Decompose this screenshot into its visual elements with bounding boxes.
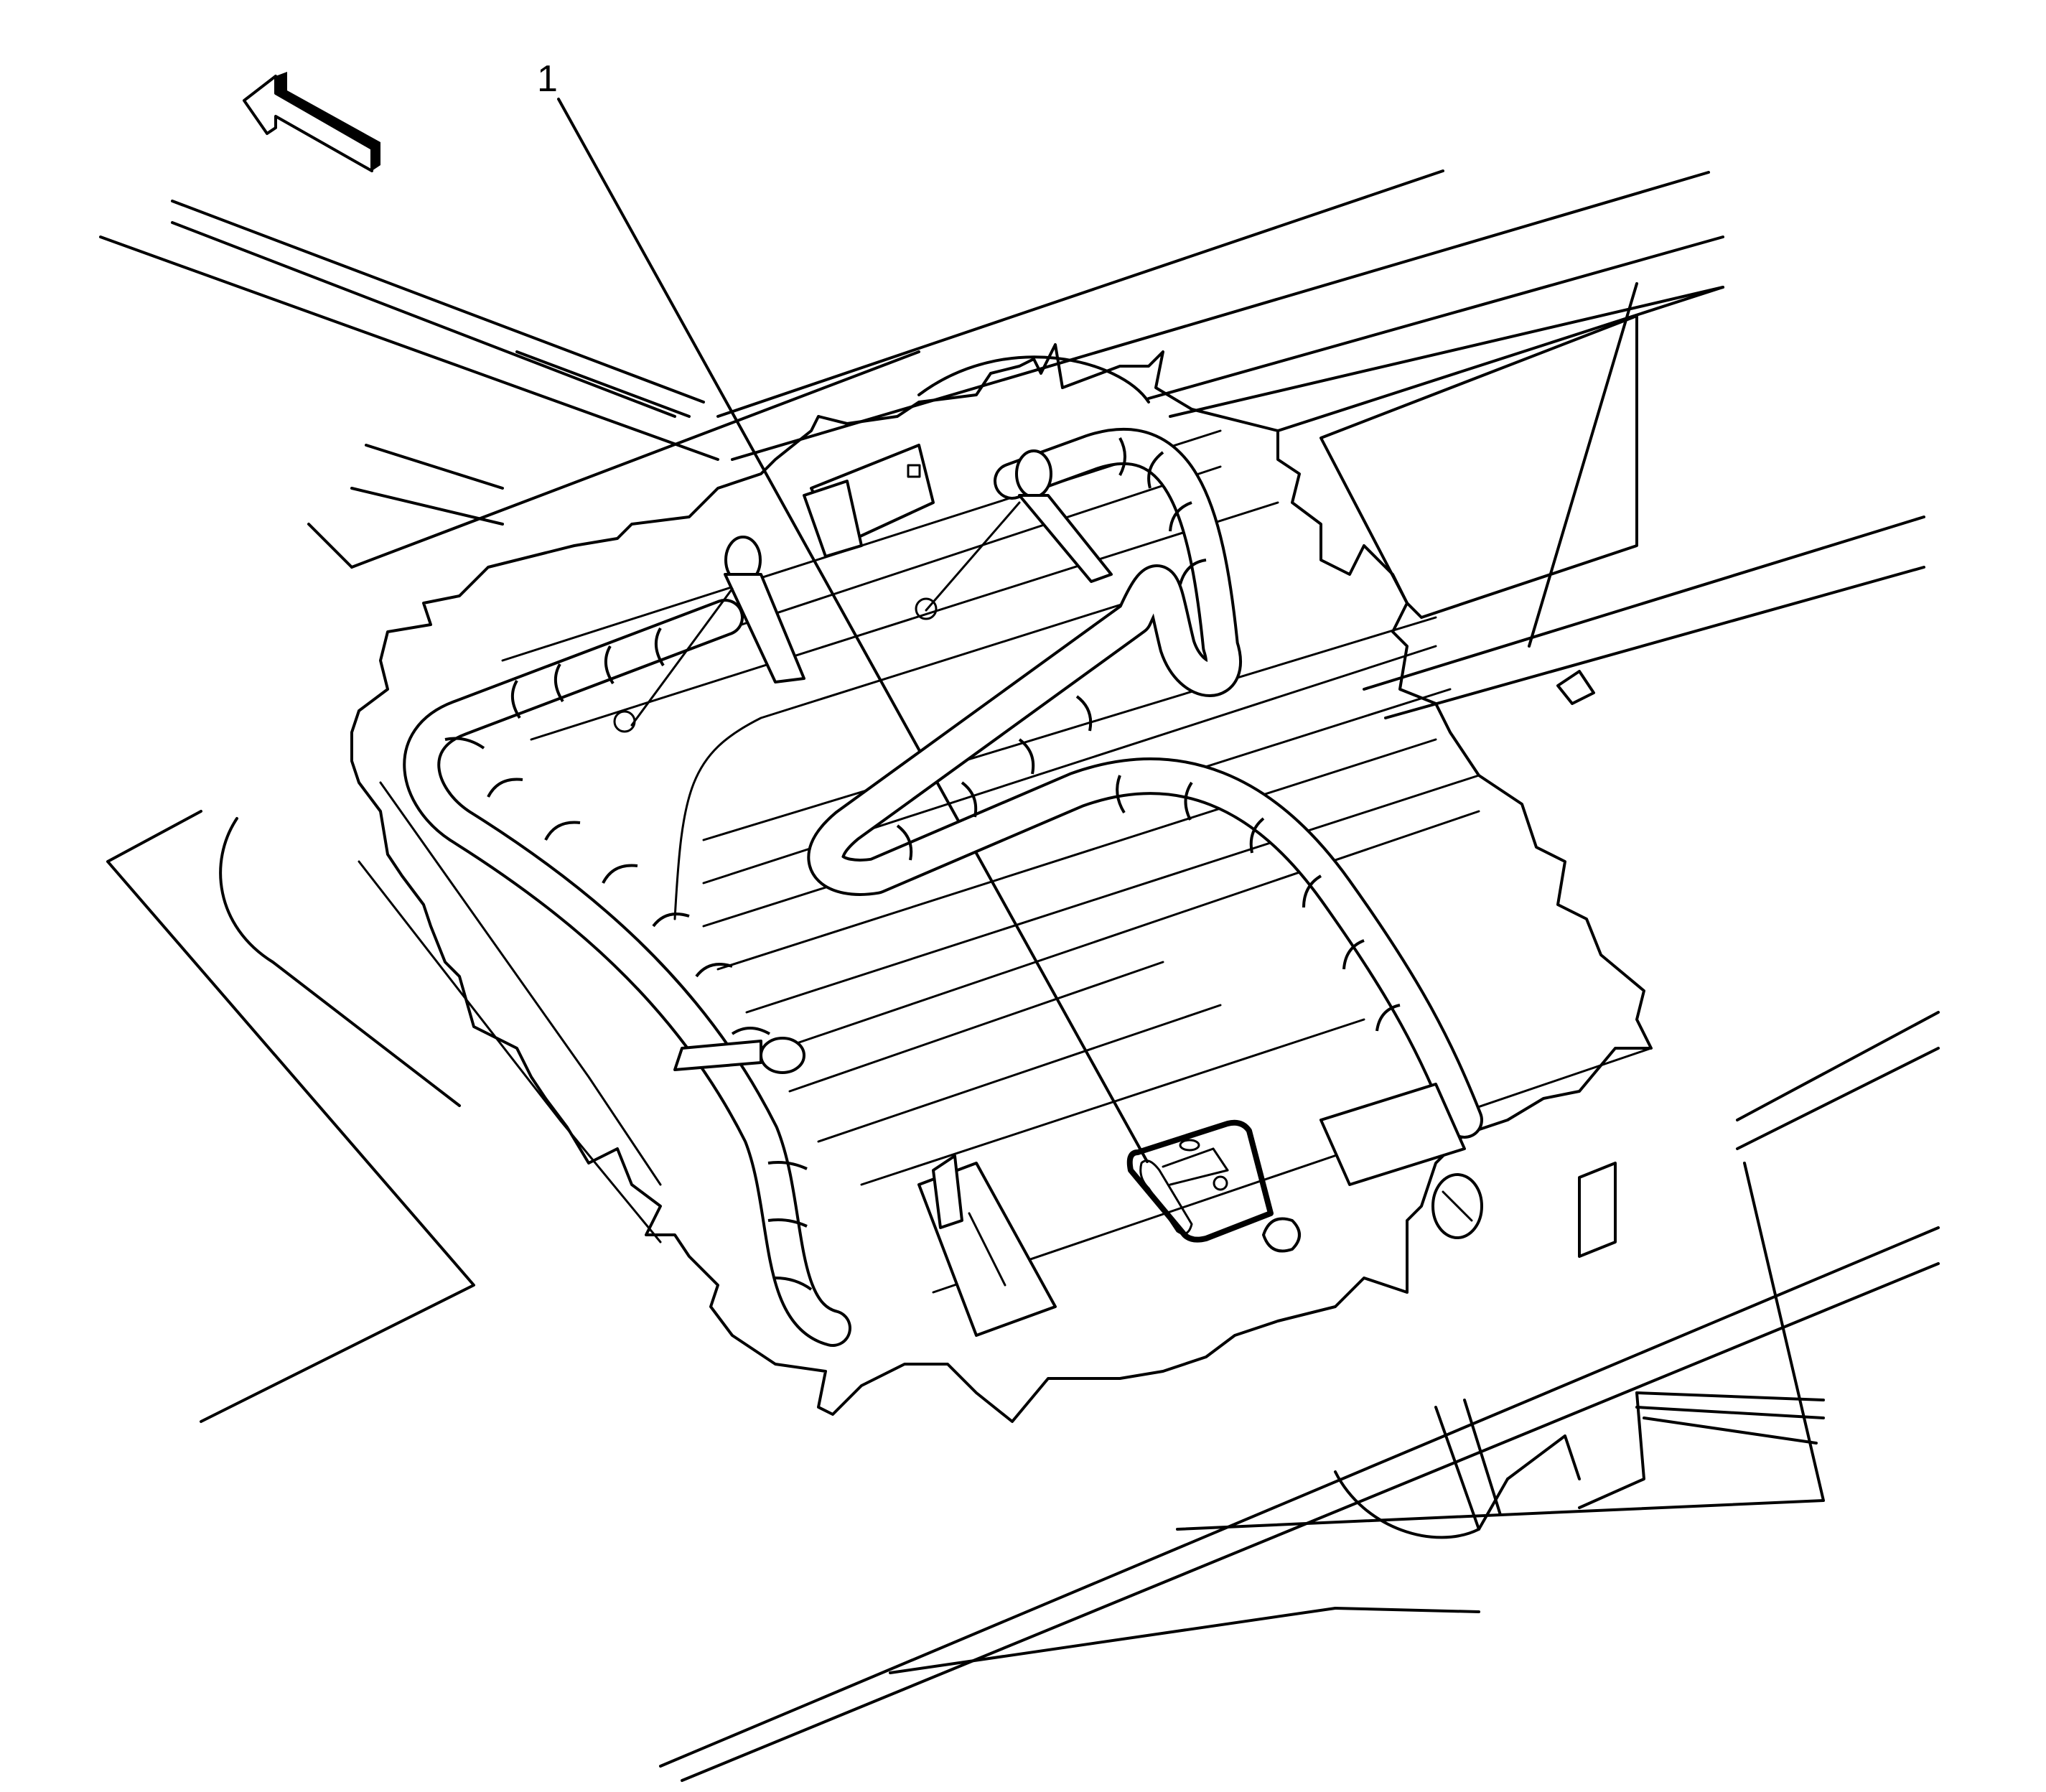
direction-arrow-icon: [243, 72, 380, 172]
callout-label-1: 1: [537, 58, 558, 100]
wheelhouse-arc: [917, 355, 1150, 403]
connector-upper: [803, 444, 935, 558]
harness-clip-lower: [673, 1037, 805, 1074]
connector-left: [917, 1154, 1057, 1337]
callout-1-leader-line: [557, 98, 1149, 1163]
harness-corrugation: [444, 437, 1401, 1291]
lower-right-assembly: [1262, 1083, 1645, 1539]
harness-clip-center: [915, 449, 1113, 620]
interior-ribs: [358, 429, 1653, 1294]
upper-body-panel: [99, 169, 1925, 719]
connector-1-highlighted: [1126, 1119, 1274, 1243]
lower-body-panel: [106, 810, 1940, 1782]
wiring-harness: [403, 427, 1483, 1347]
harness-clip-left: [613, 536, 805, 733]
